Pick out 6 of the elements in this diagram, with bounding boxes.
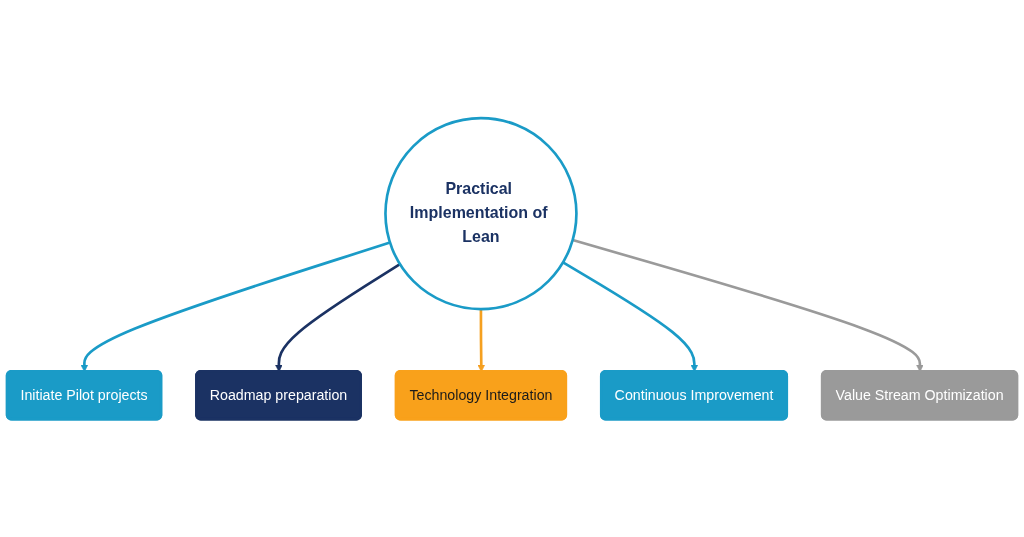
arrow: [572, 238, 924, 372]
arrow: [562, 261, 699, 372]
arrow: [274, 262, 401, 372]
node-circle: Practical Implementation of Lean: [384, 116, 578, 311]
arrow: [80, 241, 391, 372]
arrow: [477, 308, 486, 372]
